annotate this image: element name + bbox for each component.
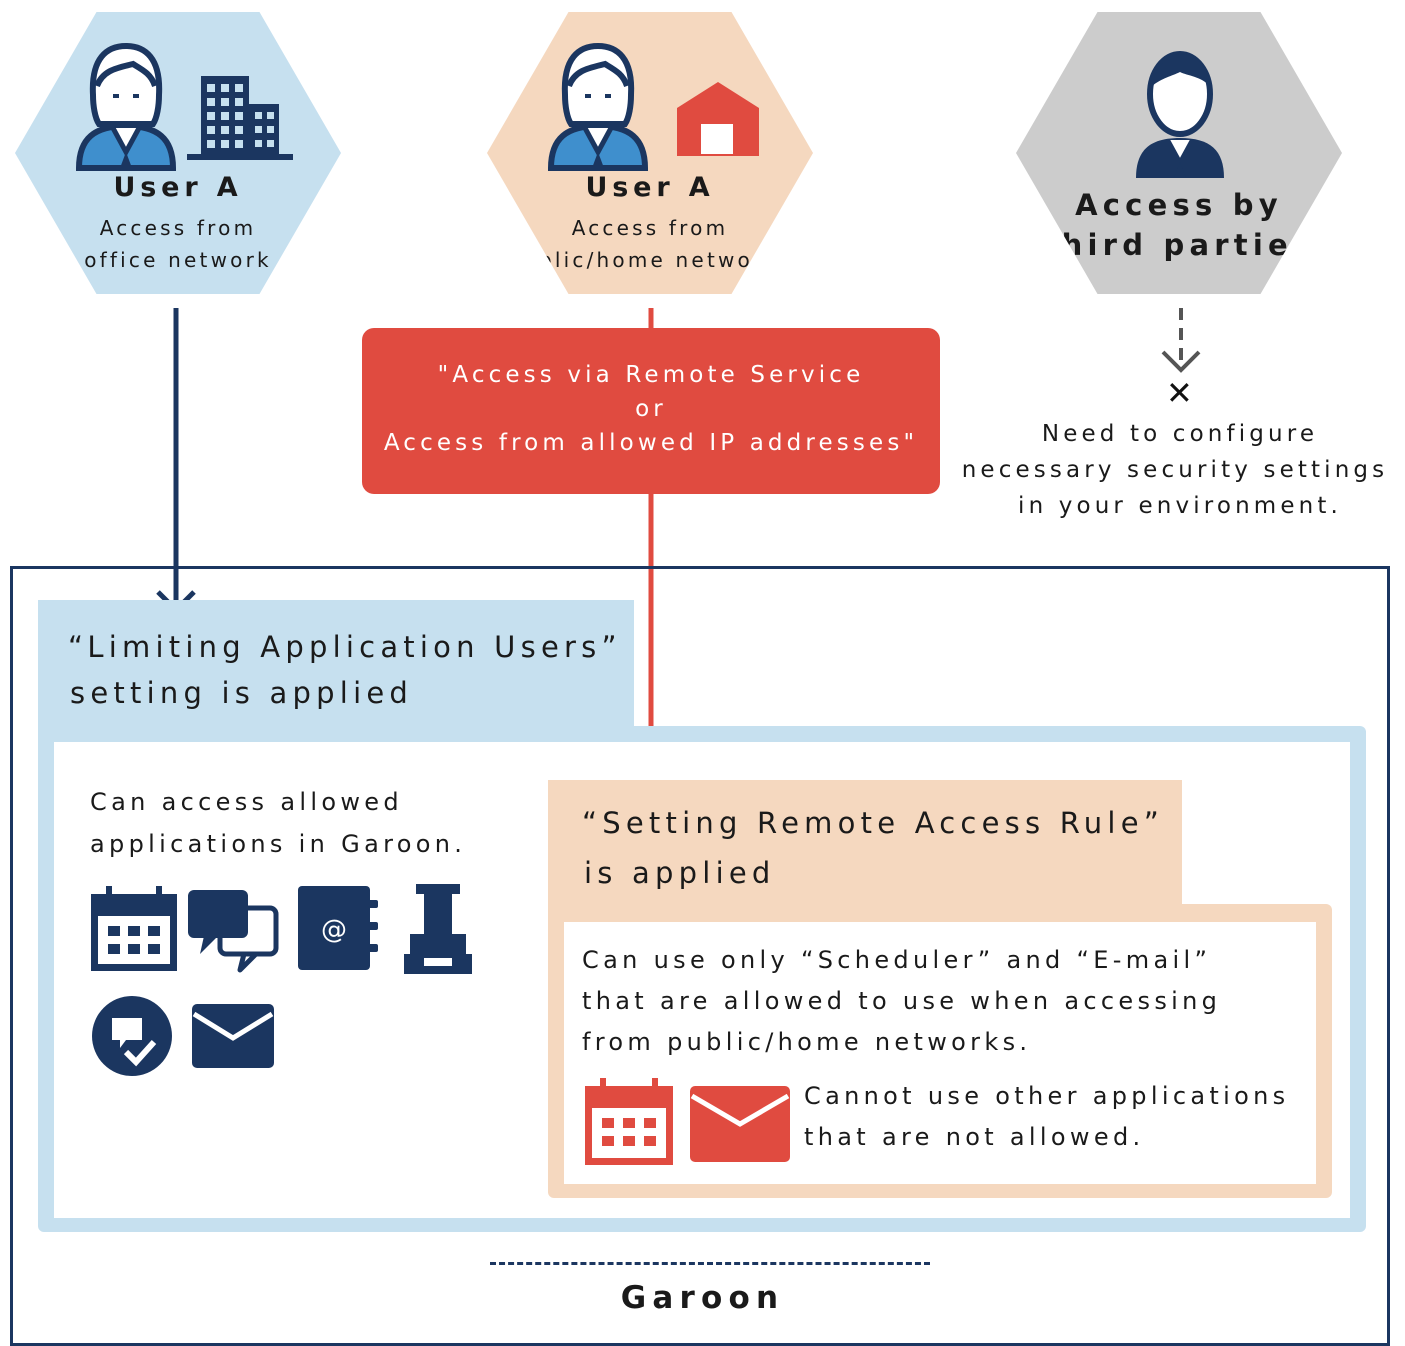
- mail-icon: [192, 1004, 274, 1068]
- limiting-desc-line1: Can access allowed: [90, 788, 403, 816]
- third-party-line2: third parties: [1042, 228, 1316, 262]
- third-party-arrowhead: [1161, 350, 1201, 373]
- limiting-title-line1: “Limiting Application Users”: [68, 630, 622, 664]
- home-icon: [677, 82, 759, 156]
- user-home-name: User A: [585, 172, 715, 203]
- remote-rule-title-line2: is applied: [584, 856, 776, 890]
- calendar-icon: [91, 886, 177, 971]
- third-party-note-line3: in your environment.: [1018, 493, 1342, 519]
- third-party-note-line1: Need to configure: [1041, 421, 1319, 447]
- remote-box-line1: "Access via Remote Service: [437, 362, 865, 388]
- cross-icon: ✕: [1166, 374, 1193, 412]
- remote-rule-note-line2: that are not allowed.: [804, 1123, 1145, 1151]
- limiting-title-line2: setting is applied: [70, 676, 414, 710]
- remote-rule-desc-line1: Can use only “Scheduler” and “E-mail”: [582, 946, 1212, 974]
- third-party-hexagon: Access by third parties: [1016, 12, 1342, 294]
- garoon-divider: [490, 1262, 930, 1265]
- user-office-hexagon: User A Access from office network: [15, 12, 341, 294]
- remote-box-line2: or: [635, 396, 667, 422]
- stamp-icon: [404, 884, 472, 974]
- user-office-name: User A: [113, 172, 243, 203]
- user-home-line2: public/home networks: [507, 248, 793, 272]
- user-office-line1: Access from: [99, 216, 257, 240]
- mail-icon: [690, 1086, 790, 1162]
- limiting-desc-line2: applications in Garoon.: [90, 830, 467, 858]
- approval-check-icon: [92, 996, 172, 1076]
- limiting-tab: [38, 600, 634, 740]
- chat-bubbles-icon: [188, 890, 279, 973]
- remote-access-box: "Access via Remote Service or Access fro…: [362, 328, 940, 494]
- third-party-line1: Access by: [1075, 188, 1283, 222]
- remote-box-line3: Access from allowed IP addresses": [383, 430, 919, 456]
- remote-rule-note-line1: Cannot use other applications: [804, 1082, 1290, 1110]
- user-icon: [75, 42, 177, 171]
- remote-rule-desc-line2: that are allowed to use when accessing: [582, 987, 1222, 1015]
- third-party-note-line2: necessary security settings: [961, 457, 1389, 483]
- garoon-label: Garoon: [620, 1280, 785, 1316]
- remote-rule-desc-line3: from public/home networks.: [582, 1028, 1032, 1056]
- remote-rule-tab: [548, 780, 1182, 914]
- user-home-line1: Access from: [571, 216, 729, 240]
- user-office-line2: office network: [84, 248, 272, 272]
- svg-text:@: @: [321, 915, 347, 945]
- address-book-icon: @: [298, 886, 378, 970]
- user-icon: [1136, 51, 1224, 178]
- calendar-icon: [585, 1078, 673, 1165]
- remote-rule-title-line1: “Setting Remote Access Rule”: [582, 806, 1164, 840]
- office-building-icon: [187, 76, 293, 160]
- remote-rule-inner: [564, 922, 1316, 1184]
- user-icon: [547, 42, 649, 171]
